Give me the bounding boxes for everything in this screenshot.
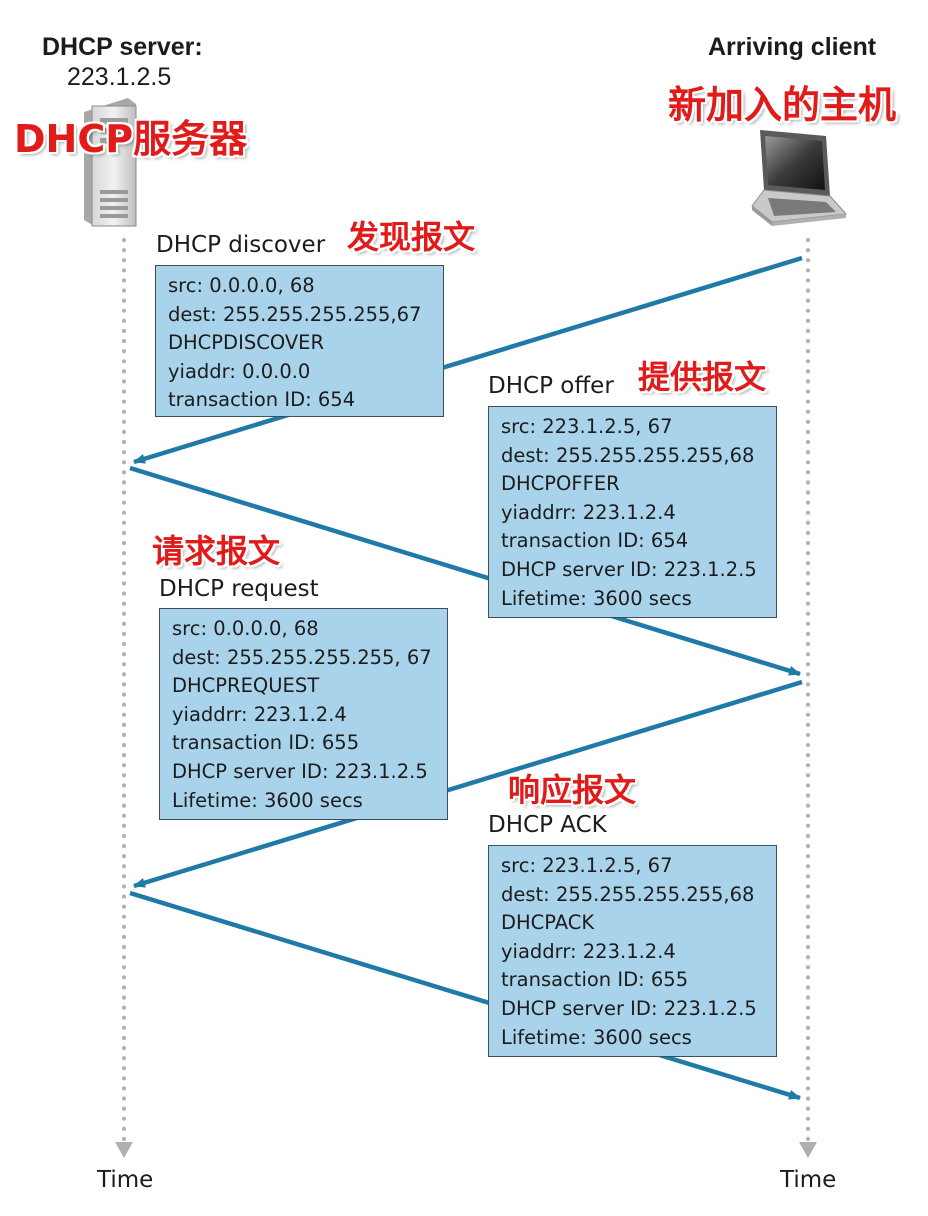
server-tower-icon	[84, 98, 137, 227]
message-field: transaction ID: 654	[168, 388, 356, 412]
message-field: transaction ID: 654	[501, 529, 689, 553]
server-address: 223.1.2.5	[67, 63, 172, 91]
request-message-box: src: 0.0.0.0, 68 dest: 255.255.255.255, …	[159, 608, 448, 820]
message-field: DHCPACK	[501, 911, 595, 935]
offer-arrow	[129, 465, 801, 677]
request-title: DHCP request	[159, 576, 319, 602]
request-arrow	[133, 679, 803, 889]
ack-title-zh: 响应报文	[508, 771, 637, 809]
message-field: transaction ID: 655	[501, 968, 689, 992]
message-field: yiaddrr: 223.1.2.4	[501, 939, 676, 963]
message-field: Lifetime: 3600 secs	[172, 788, 363, 812]
offer-message-box: src: 223.1.2.5, 67 dest: 255.255.255.255…	[488, 406, 777, 618]
message-field: src: 223.1.2.5, 67	[501, 854, 673, 877]
message-field: dest: 255.255.255.255,68	[501, 443, 755, 467]
message-field: Lifetime: 3600 secs	[501, 586, 692, 610]
server-time-arrowhead	[115, 1142, 133, 1158]
message-field: DHCPREQUEST	[172, 674, 320, 698]
message-field: src: 0.0.0.0, 68	[172, 617, 319, 640]
message-field: DHCPOFFER	[501, 472, 620, 496]
message-field: DHCPDISCOVER	[168, 331, 325, 355]
message-field: yiaddr: 0.0.0.0	[168, 359, 311, 383]
offer-title-zh: 提供报文	[638, 358, 767, 396]
ack-message-box: src: 223.1.2.5, 67 dest: 255.255.255.255…	[488, 845, 777, 1057]
message-field: yiaddrr: 223.1.2.4	[501, 500, 676, 524]
server-label-zh: DHCP服务器	[14, 117, 248, 161]
discover-title: DHCP discover	[156, 232, 326, 258]
message-field: yiaddrr: 223.1.2.4	[172, 702, 347, 726]
client-label-zh: 新加入的主机	[668, 83, 897, 127]
server-label: DHCP server:	[42, 33, 203, 61]
message-field: DHCP server ID: 223.1.2.5	[501, 996, 757, 1020]
message-field: dest: 255.255.255.255,68	[501, 882, 755, 906]
message-field: src: 0.0.0.0, 68	[168, 274, 315, 297]
discover-arrow	[133, 255, 803, 465]
ack-arrow	[129, 890, 801, 1101]
client-time-label: Time	[780, 1167, 837, 1193]
message-field: dest: 255.255.255.255,67	[168, 302, 422, 326]
discover-title-zh: 发现报文	[347, 218, 476, 256]
request-title-zh: 请求报文	[152, 532, 281, 570]
discover-message-box: src: 0.0.0.0, 68 dest: 255.255.255.255,6…	[155, 265, 444, 417]
message-field: src: 223.1.2.5, 67	[501, 415, 673, 438]
client-time-arrowhead	[799, 1142, 817, 1158]
message-field: DHCP server ID: 223.1.2.5	[501, 557, 757, 581]
message-field: DHCP server ID: 223.1.2.5	[172, 759, 428, 783]
server-time-label: Time	[97, 1167, 154, 1193]
message-field: dest: 255.255.255.255, 67	[172, 645, 432, 669]
message-field: transaction ID: 655	[172, 731, 360, 755]
client-label: Arriving client	[708, 33, 877, 61]
offer-title: DHCP offer	[488, 373, 614, 399]
message-field: Lifetime: 3600 secs	[501, 1025, 692, 1049]
laptop-icon	[751, 130, 848, 226]
ack-title: DHCP ACK	[488, 812, 607, 838]
